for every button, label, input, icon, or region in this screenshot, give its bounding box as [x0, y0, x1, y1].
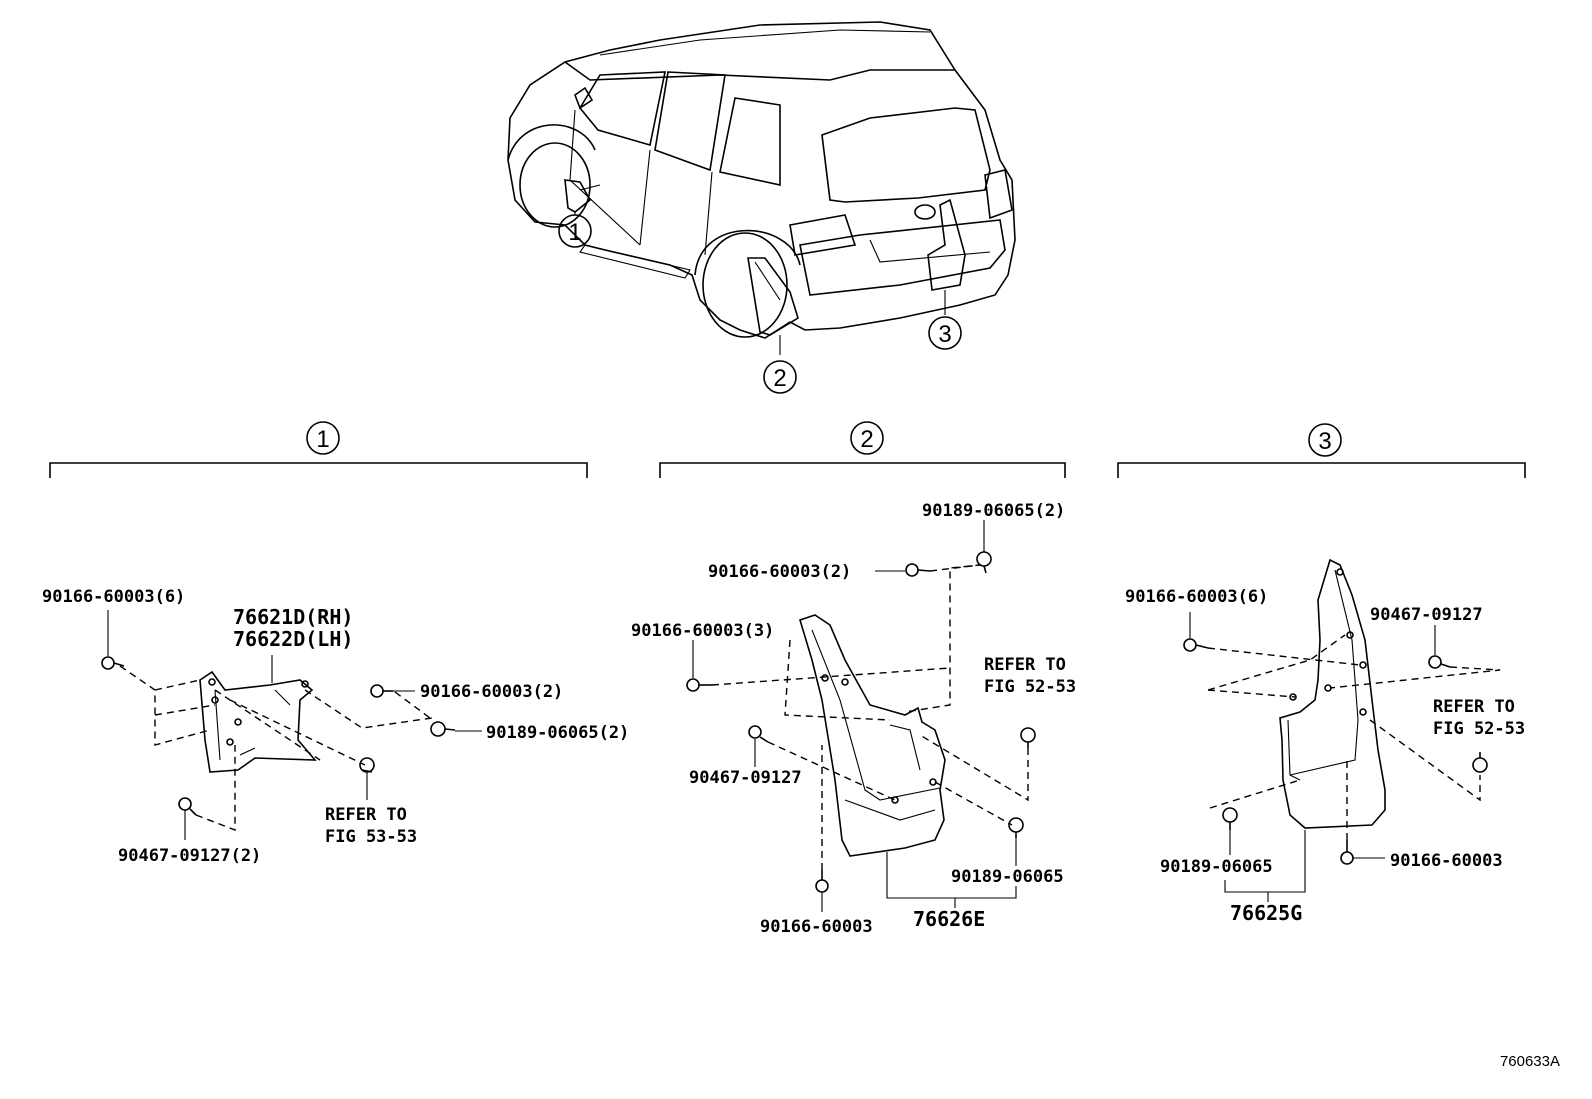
- part-number-label: 90467-09127: [1370, 605, 1483, 625]
- bolt-icon: [686, 678, 712, 692]
- clip-icon: [1020, 727, 1036, 748]
- reference-label: FIG 52-53: [1433, 719, 1525, 739]
- callout-2-number: 2: [773, 365, 786, 392]
- part-number-label: 76621D(RH): [233, 605, 353, 629]
- part-number-label: 90166-60003(3): [631, 621, 774, 641]
- reference-label: REFER TO: [984, 655, 1066, 675]
- mud-guard-rear-right: [1279, 558, 1386, 829]
- reference-label: REFER TO: [1433, 697, 1515, 717]
- callout-1-number: 1: [568, 219, 581, 246]
- part-number-label: 90166-60003: [1390, 851, 1503, 871]
- section-1-header: 1: [49, 421, 588, 478]
- section-3-number: 3: [1318, 428, 1331, 455]
- section-1-number: 1: [316, 426, 329, 453]
- mud-guard-rear-left: [799, 614, 946, 857]
- part-number-label: 90166-60003(6): [1125, 587, 1268, 607]
- reference-label: REFER TO: [325, 805, 407, 825]
- section-1-parts: 90166-60003(6) 76621D(RH) 76622D(LH) 901…: [42, 587, 629, 866]
- bolt-icon: [1183, 638, 1209, 652]
- part-number-label: 90166-60003(6): [42, 587, 185, 607]
- clip-icon: [1472, 752, 1488, 773]
- clip-icon: [430, 721, 456, 737]
- bolt-icon: [101, 656, 125, 670]
- callout-3-number: 3: [938, 321, 951, 348]
- part-number-label: 90189-06065(2): [922, 501, 1065, 521]
- clip-icon: [1222, 807, 1238, 830]
- bolt-icon: [905, 563, 931, 577]
- part-number-label: 90189-06065: [1160, 857, 1273, 877]
- part-number-label: 90166-60003(2): [708, 562, 851, 582]
- section-3-header: 3: [1117, 423, 1526, 478]
- screw-icon: [178, 797, 197, 816]
- screw-icon: [748, 725, 769, 743]
- bolt-icon: [1340, 840, 1354, 865]
- reference-label: FIG 53-53: [325, 827, 417, 847]
- screw-icon: [1428, 655, 1451, 669]
- part-number-label: 76622D(LH): [233, 627, 353, 651]
- section-2-number: 2: [860, 426, 873, 453]
- section-2-header: 2: [659, 421, 1066, 478]
- part-number-label: 76625G: [1230, 901, 1302, 925]
- section-3-parts: 90166-60003(6) 90467-09127 REFER TO FIG …: [1125, 558, 1525, 925]
- part-number-label: 90467-09127(2): [118, 846, 261, 866]
- clip-icon: [976, 551, 992, 574]
- part-number-label: 90166-60003: [760, 917, 873, 937]
- clip-icon: [359, 757, 375, 773]
- section-2-parts: 90189-06065(2) 90166-60003(2) 90166-6000…: [631, 501, 1076, 937]
- clip-icon: [1008, 817, 1024, 838]
- bolt-icon: [370, 684, 393, 698]
- callout-3-vehicle: 3: [928, 316, 962, 350]
- callout-1-vehicle: 1: [558, 214, 592, 248]
- reference-label: FIG 52-53: [984, 677, 1076, 697]
- part-number-label: 90189-06065: [951, 867, 1064, 887]
- part-number-label: 76626E: [913, 907, 985, 931]
- part-number-label: 90166-60003(2): [420, 682, 563, 702]
- vehicle-illustration: [507, 21, 1016, 355]
- part-number-label: 90467-09127: [689, 768, 802, 788]
- callout-2-vehicle: 2: [763, 360, 797, 394]
- part-number-label: 90189-06065(2): [486, 723, 629, 743]
- mud-guard-front: [199, 670, 317, 773]
- bolt-icon: [815, 870, 829, 893]
- figure-id: 760633A: [1500, 1053, 1560, 1070]
